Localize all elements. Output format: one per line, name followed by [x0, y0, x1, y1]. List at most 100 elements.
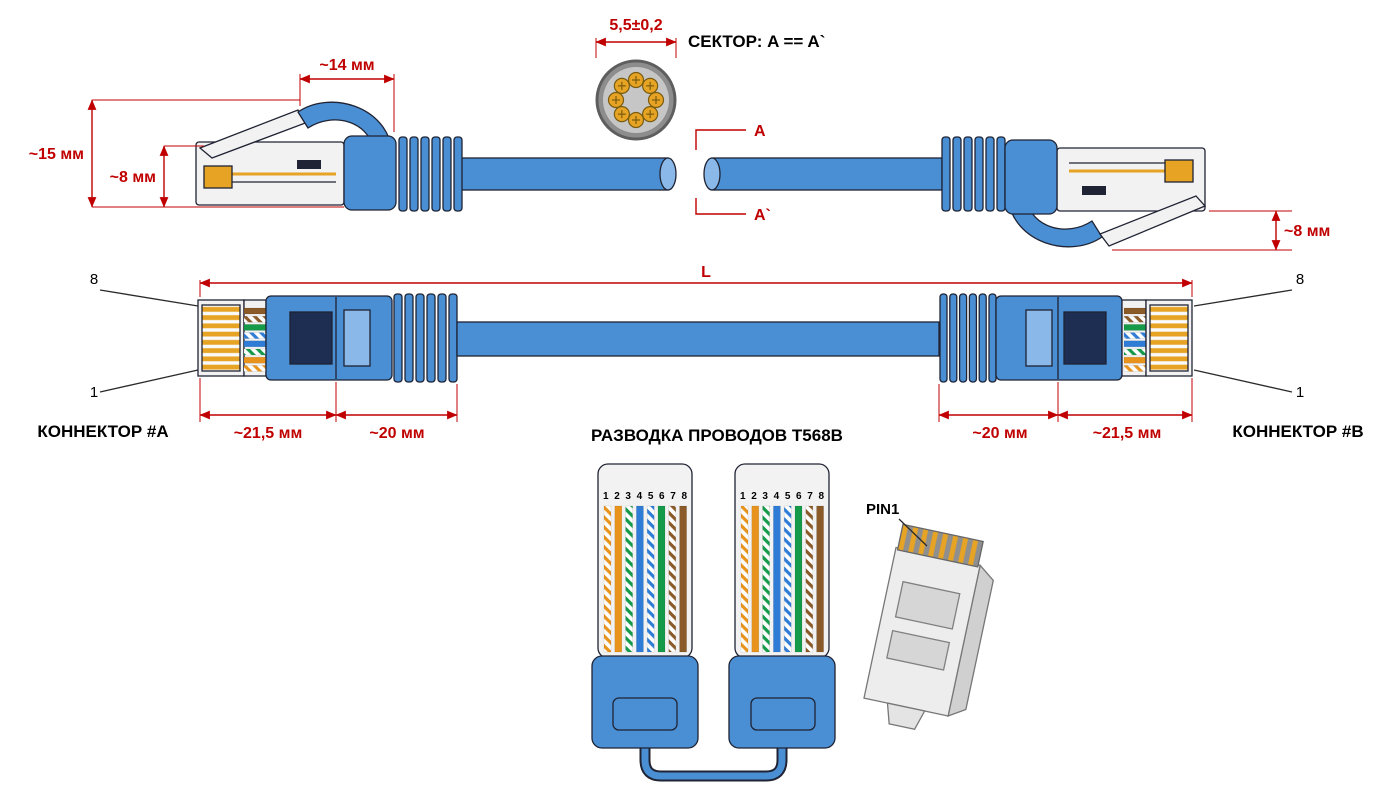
wire-pin-8: [679, 505, 687, 653]
pin-fan-right: 8 1: [1193, 271, 1304, 401]
dimension-15mm: ~15 мм: [29, 99, 344, 208]
wires-b: [740, 505, 824, 653]
dim-label-diameter: 5,5±0,2: [609, 17, 662, 34]
boot-a: [343, 135, 397, 211]
wire-pin-8: [243, 307, 267, 315]
pin1-label-right: 1: [1296, 384, 1304, 401]
gold-contact-b: [1164, 159, 1194, 183]
wire-pin-3: [762, 505, 770, 653]
body-detail-a: [297, 160, 321, 169]
wire-pin-5: [646, 505, 655, 653]
cable-run: [456, 321, 940, 357]
dim-label-8mm-right: ~8 мм: [1284, 223, 1330, 240]
dim-label-20-right: ~20 мм: [972, 425, 1027, 442]
connector-3d-window-2: [886, 629, 951, 671]
side-view-connector-a: ~15 мм ~8 мм ~14 мм: [29, 57, 677, 212]
section-label-a-prime: A`: [754, 207, 771, 224]
wire-pin-6: [243, 324, 267, 331]
connector-3d: [863, 523, 994, 731]
wire-pin-2: [614, 505, 623, 653]
gold-pins-a: [201, 304, 241, 372]
section-leader-a-prime: [695, 198, 746, 215]
wire-pin-6: [794, 505, 803, 653]
cable-cross-section: 5,5±0,2 СЕКТОР: A == A`: [595, 17, 825, 141]
connector-3d-pins: [896, 523, 984, 568]
cable-segment-right: [711, 157, 943, 191]
wire-pin-3: [243, 348, 267, 356]
wire-pin-5: [1123, 332, 1147, 339]
wire-pin-4: [1123, 340, 1147, 348]
strain-relief-rib: [431, 136, 441, 212]
wire-pin-2: [751, 505, 760, 653]
section-label-a: A: [754, 123, 766, 140]
strain-relief-rib: [398, 136, 408, 212]
wire-pin-2: [1123, 356, 1147, 364]
strain-relief-rib: [996, 136, 1006, 212]
dim-label-14mm: ~14 мм: [319, 57, 374, 74]
wire-pin-6: [657, 505, 666, 653]
boot-label-window-a: [612, 697, 678, 731]
strain-relief-rib: [949, 293, 958, 383]
connector-3d-latch: [886, 702, 926, 731]
wiring-title: РАЗВОДКА ПРОВОДОВ T568B: [591, 426, 843, 445]
latch-b: [1098, 195, 1207, 247]
dim-label-8mm-left: ~8 мм: [110, 169, 156, 186]
connector-a-label: КОННЕКТОР #A: [37, 422, 168, 441]
section-markers: A A`: [695, 123, 771, 224]
cable-cut-end-left: [659, 157, 677, 191]
strain-relief-rib: [426, 293, 436, 383]
dim-label-length: L: [701, 264, 711, 281]
pin-leader: [99, 369, 199, 393]
body-detail-b: [1082, 186, 1106, 195]
side-view-connector-b: ~8 мм: [703, 136, 1330, 251]
gold-pins-b: [1149, 304, 1189, 372]
strain-relief-rib: [968, 293, 978, 383]
strain-relief-ribs-top-a: [393, 293, 458, 383]
wiring-diagram: РАЗВОДКА ПРОВОДОВ T568B 1 2 3 4 5 6 7 8 …: [591, 426, 994, 782]
strain-relief-ribs-b: [941, 136, 1006, 212]
connector-3d-window-1: [894, 580, 961, 630]
boot-window-b: [1063, 311, 1107, 365]
strain-relief-ribs-a: [398, 136, 463, 212]
pin-leader: [99, 289, 199, 307]
top-view-cable: L 8 1: [37, 264, 1363, 442]
strain-relief-rib: [974, 136, 984, 212]
cable-cut-end-right: [703, 157, 721, 191]
boot-b: [1004, 139, 1058, 215]
wire-pin-8: [816, 505, 824, 653]
wire-pin-3: [625, 505, 633, 653]
strain-relief-rib: [939, 293, 948, 383]
top-view-connector-a: [197, 293, 458, 383]
strain-relief-rib: [442, 136, 452, 212]
wire-pin-3: [1123, 348, 1147, 356]
strain-relief-rib: [941, 136, 951, 212]
dimension-14mm: ~14 мм: [299, 57, 395, 132]
top-view-connector-b: [939, 293, 1193, 383]
wire-pin-7: [668, 505, 677, 653]
wire-pin-5: [783, 505, 792, 653]
strain-relief-rib: [437, 293, 447, 383]
boot-step-b: [1025, 309, 1053, 367]
wire-pin-1: [243, 365, 267, 372]
strain-relief-rib: [985, 136, 995, 212]
front-boot-b: [728, 655, 836, 749]
pin1-3d-label: PIN1: [866, 501, 899, 518]
wire-pin-1: [740, 505, 749, 653]
connector-b-label: КОННЕКТОР #B: [1232, 422, 1363, 441]
section-leader-a: [695, 129, 746, 150]
wire-pin-7: [243, 315, 267, 323]
strain-relief-rib: [404, 293, 414, 383]
wire-stubs-a: [243, 307, 267, 372]
strain-relief-rib: [988, 293, 997, 383]
front-view-connector-a: 1 2 3 4 5 6 7 8: [591, 463, 699, 749]
strain-relief-rib: [958, 293, 968, 383]
boot-step-a: [343, 309, 371, 367]
pin-leader: [1193, 369, 1293, 393]
wires-a: [603, 505, 687, 653]
wire-pin-7: [805, 505, 814, 653]
strain-relief-ribs-top-b: [939, 293, 997, 383]
bottom-dimensions: ~21,5 мм ~20 мм ~20 мм ~21,5 мм: [199, 378, 1193, 442]
pin8-label-right: 8: [1296, 271, 1304, 288]
